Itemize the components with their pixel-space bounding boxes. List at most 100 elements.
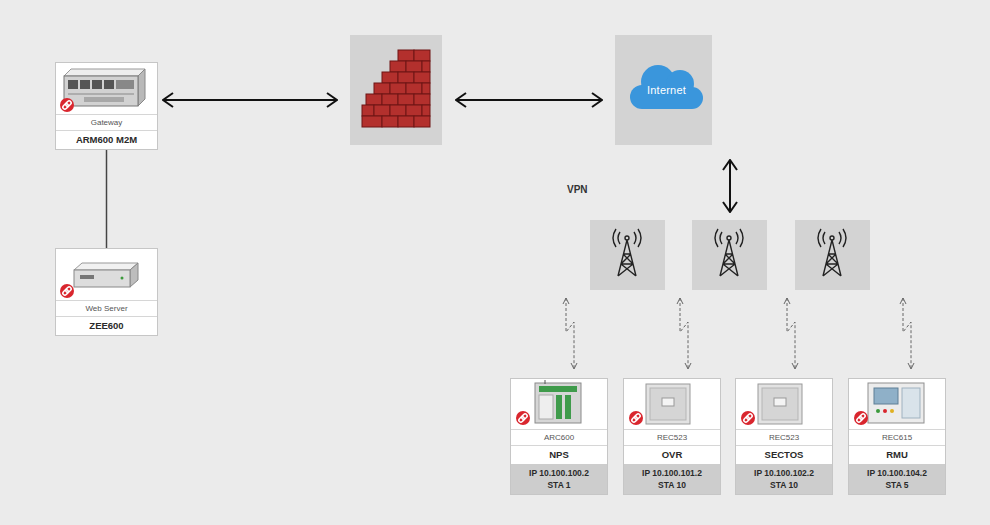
relay-keypad [902, 388, 920, 418]
station-id: STA 1 [513, 479, 605, 491]
device-role: Gateway [56, 114, 157, 130]
device-card: ARC600NPSIP 10.100.100.2STA 1 [510, 378, 608, 495]
cloud-lobe [641, 65, 675, 99]
arc600-device [535, 380, 581, 423]
tower-mast [823, 240, 841, 276]
brick [422, 83, 430, 94]
link-icon [629, 411, 643, 425]
cloud-lobe [630, 85, 654, 109]
vpn-arrow [729, 160, 731, 212]
rec523-device [646, 384, 690, 424]
tower-top [625, 236, 629, 240]
rec615-relay [868, 383, 924, 423]
tower-icon [715, 229, 743, 276]
relay-display [874, 388, 898, 404]
tower-icon [613, 229, 641, 276]
connector-line [106, 150, 108, 248]
drive-bay [80, 80, 90, 89]
cloud-lobe [666, 70, 694, 98]
wireless-link [903, 298, 911, 369]
web-server-card: Web ServerZEE600 [55, 248, 158, 336]
relay-led [876, 409, 880, 413]
station-id: STA 10 [738, 479, 830, 491]
antenna [545, 380, 546, 384]
brick [414, 94, 430, 105]
link-icon [854, 411, 868, 425]
brick [398, 72, 414, 83]
ip-band: IP 10.100.100.2STA 1 [511, 464, 607, 494]
tower-icon [818, 229, 846, 276]
ip-band: IP 10.100.102.2STA 10 [736, 464, 832, 494]
brick [374, 83, 390, 94]
tower-top [727, 236, 731, 240]
device-name: OVR [624, 445, 720, 464]
brick [362, 105, 374, 116]
drive-bay [68, 80, 78, 89]
station-id: STA 5 [851, 479, 943, 491]
tower-tile [590, 220, 665, 290]
appliance-front [74, 270, 130, 287]
double-arrow [456, 99, 602, 101]
brick [406, 105, 422, 116]
ip-band: IP 10.100.104.2STA 5 [849, 464, 945, 494]
ip-band: IP 10.100.101.2STA 10 [624, 464, 720, 494]
appliance-side [130, 263, 138, 287]
device-card: REC523SECTOSIP 10.100.102.2STA 10 [735, 378, 833, 495]
device-window [774, 398, 786, 406]
tower-mast [720, 240, 738, 276]
firewall-tile [350, 35, 442, 145]
device-door [650, 388, 686, 420]
brick [414, 72, 430, 83]
brick [382, 94, 398, 105]
rack-server [64, 69, 145, 106]
terminal-block [565, 395, 571, 419]
tower-tile [795, 220, 870, 290]
signal-waves [715, 229, 743, 247]
tower-top [830, 236, 834, 240]
brick [374, 105, 390, 116]
server-top [64, 69, 145, 76]
wireless-links [566, 298, 911, 369]
device-name: RMU [849, 445, 945, 464]
terminal-block [539, 386, 577, 392]
cloud-label: Internet [647, 84, 686, 96]
device-model: REC523 [624, 429, 720, 445]
brick [422, 61, 430, 72]
signal-waves [613, 229, 641, 247]
brick [406, 61, 422, 72]
brick [382, 72, 398, 83]
device-window [662, 398, 674, 406]
brick [422, 105, 430, 116]
link-icon [741, 411, 755, 425]
brick [390, 105, 406, 116]
brick [366, 94, 382, 105]
panel-grille [84, 97, 124, 102]
brick [362, 116, 382, 127]
brick [398, 94, 414, 105]
device-name: SECTOS [736, 445, 832, 464]
device-model: ZEE600 [56, 316, 157, 335]
module [539, 395, 553, 419]
brick [414, 116, 430, 127]
link-icon [60, 98, 74, 112]
link-icon [516, 411, 530, 425]
device-card: REC523OVRIP 10.100.101.2STA 10 [623, 378, 721, 495]
brick [398, 116, 414, 127]
device-housing [535, 383, 581, 423]
web-server-appliance [74, 263, 138, 287]
device-model: ARC600 [511, 429, 607, 445]
device-role: Web Server [56, 300, 157, 316]
ip-address: IP 10.100.104.2 [851, 467, 943, 479]
ip-address: IP 10.100.100.2 [513, 467, 605, 479]
ip-address: IP 10.100.102.2 [738, 467, 830, 479]
tower-mast [618, 240, 636, 276]
wireless-link [566, 298, 574, 369]
image-area [624, 379, 720, 429]
wireless-link [787, 298, 795, 369]
station-id: STA 10 [626, 479, 718, 491]
tower-tile [692, 220, 767, 290]
server-front [64, 76, 138, 106]
relay-led [890, 409, 894, 413]
